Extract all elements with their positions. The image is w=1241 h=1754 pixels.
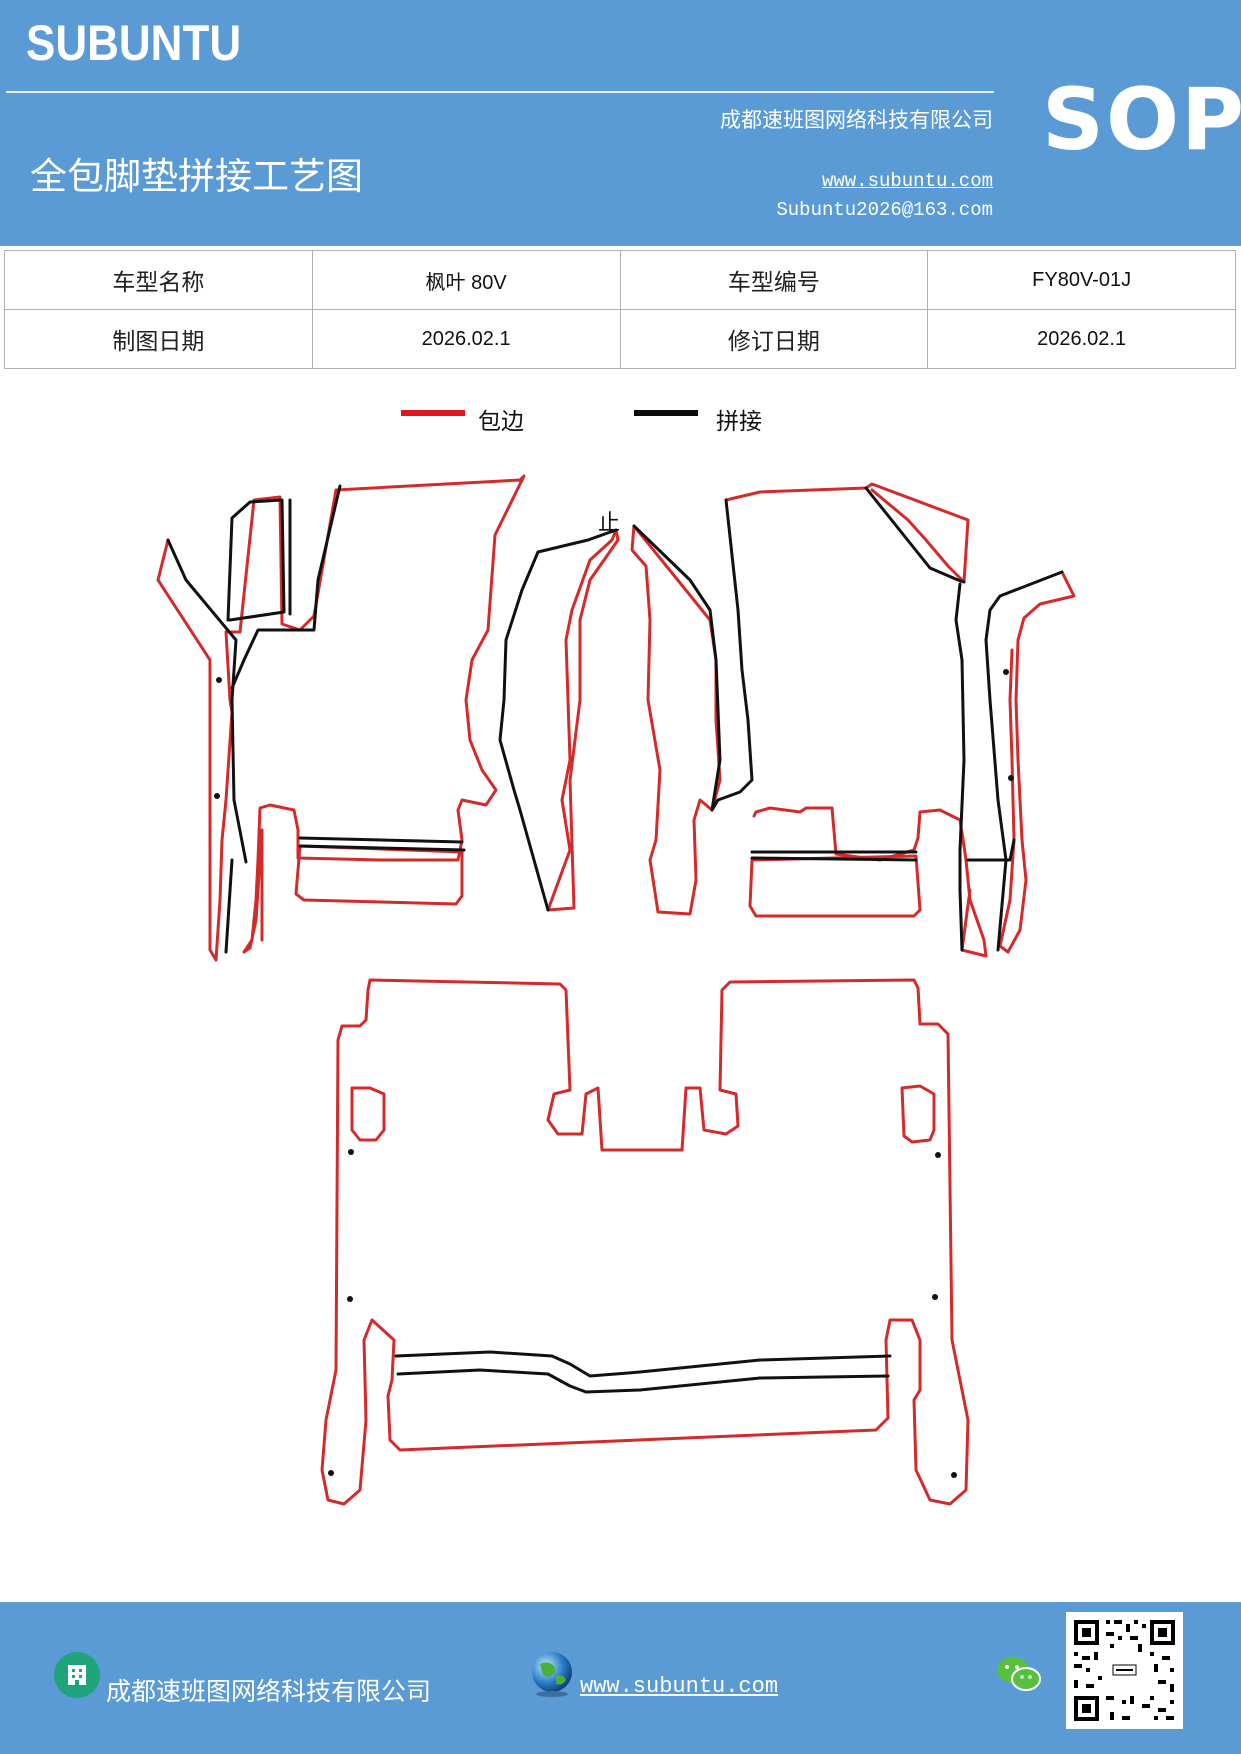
model-code-label: 车型编号 [619, 250, 929, 310]
dot [932, 1294, 938, 1300]
footer-banner: 成都速班图网络科技有限公司 www.subuntu.com [0, 1602, 1241, 1754]
header-company: 成都速班图网络科技有限公司 [720, 108, 993, 132]
model-name-value: 枫叶 80V [311, 250, 621, 310]
building-icon [54, 1652, 100, 1698]
header-website-link[interactable]: www.subuntu.com [821, 170, 993, 192]
legend-splice-swatch [634, 410, 698, 416]
front-right-edging [724, 482, 1076, 958]
wechat-icon[interactable] [995, 1652, 1043, 1696]
front-center-left-strip: 止 [498, 511, 620, 912]
table-row: 制图日期 2026.02.1 修订日期 2026.02.1 [4, 309, 1236, 369]
info-table: 车型名称 枫叶 80V 车型编号 FY80V-01J 制图日期 2026.02.… [4, 250, 1236, 369]
revise-date-value: 2026.02.1 [927, 309, 1236, 369]
header-divider [6, 91, 994, 93]
center-left-edging [546, 528, 620, 912]
brand-logo: SUBUNTU [26, 15, 242, 71]
legend-edging-swatch [401, 410, 465, 416]
front-right-bottom-edging [748, 854, 922, 918]
header-banner: SUBUNTU 成都速班图网络科技有限公司 全包脚垫拼接工艺图 www.subu… [0, 0, 1241, 246]
front-center-right-strip [630, 524, 722, 916]
dot [951, 1472, 957, 1478]
dot [214, 793, 220, 799]
rear-splice [394, 1350, 892, 1394]
dot [216, 677, 222, 683]
model-code-value: FY80V-01J [927, 250, 1236, 310]
center-right-edging [630, 524, 722, 916]
dot [935, 1152, 941, 1158]
legend-edging-label: 包边 [478, 409, 524, 435]
model-name-label: 车型名称 [4, 250, 313, 310]
dot [347, 1296, 353, 1302]
rear-edging [320, 978, 970, 1506]
dot [1008, 775, 1014, 781]
dot [1003, 669, 1009, 675]
front-left-edging [156, 474, 526, 962]
draw-date-value: 2026.02.1 [311, 309, 621, 369]
footer-company: 成都速班图网络科技有限公司 [106, 1677, 432, 1706]
center-right-splice [632, 524, 722, 812]
footer-website-link[interactable]: www.subuntu.com [580, 1674, 779, 1699]
locator-dots [214, 669, 1014, 1478]
floor-mat-diagram: 止 [156, 474, 1076, 1506]
rear-right-tab-edging [900, 1084, 936, 1144]
document-title: 全包脚垫拼接工艺图 [30, 155, 363, 198]
stop-marker: 止 [598, 511, 620, 536]
qr-code[interactable] [1066, 1612, 1183, 1729]
rear-mat [320, 978, 970, 1506]
dot [348, 1149, 354, 1155]
table-row: 车型名称 枫叶 80V 车型编号 FY80V-01J [4, 250, 1236, 310]
header-email: Subuntu2026@163.com [776, 199, 993, 221]
front-left-mat [156, 474, 526, 962]
legend-splice-label: 拼接 [716, 409, 762, 435]
draw-date-label: 制图日期 [4, 309, 313, 369]
dot [328, 1470, 334, 1476]
front-right-mat [710, 482, 1076, 958]
center-left-splice [498, 528, 618, 912]
globe-icon [528, 1650, 576, 1698]
sop-badge: SOP [1042, 70, 1241, 170]
front-left-bottom-edging [294, 844, 464, 906]
revise-date-label: 修订日期 [619, 309, 929, 369]
rear-left-tab-edging [350, 1086, 386, 1142]
front-left-splice [166, 484, 466, 954]
front-right-splice [710, 486, 1064, 952]
